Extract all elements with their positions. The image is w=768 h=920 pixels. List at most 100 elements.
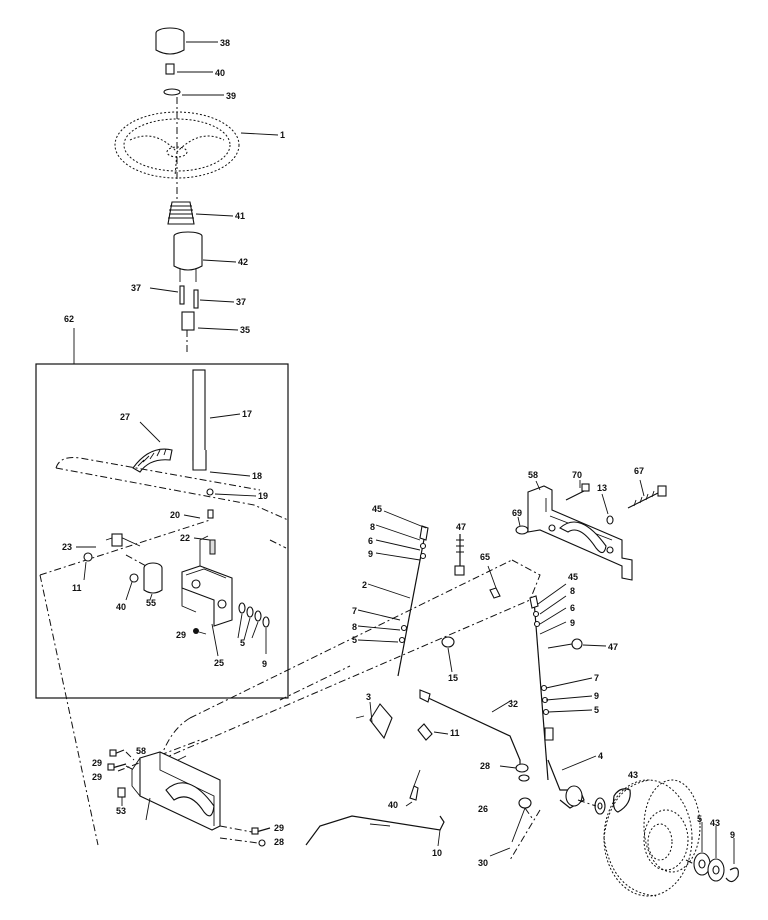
callout-7-b: 7 [594, 673, 599, 683]
callout-29-bottom: 29 [274, 823, 284, 833]
callout-55: 55 [146, 598, 156, 608]
callout-18: 18 [252, 471, 262, 481]
callout-3: 3 [366, 692, 371, 702]
callout-23: 23 [62, 542, 72, 552]
right-tie-rod [529, 583, 593, 781]
callout-8-b: 8 [352, 622, 357, 632]
callout-39: 39 [226, 91, 236, 101]
nut-15 [441, 636, 455, 673]
roll-pins [149, 285, 235, 309]
shaft-hardware [183, 488, 257, 555]
callout-67: 67 [634, 466, 644, 476]
callout-40-top: 40 [215, 68, 225, 78]
callout-5-box: 5 [240, 638, 245, 648]
callout-47-left: 47 [456, 522, 466, 532]
callout-37-right: 37 [236, 297, 246, 307]
callout-9-a: 9 [368, 549, 373, 559]
callout-29-left-a: 29 [92, 758, 102, 768]
callout-9-c: 9 [594, 691, 599, 701]
callout-32: 32 [508, 699, 518, 709]
callout-40-box: 40 [116, 602, 126, 612]
callout-37-left: 37 [131, 283, 141, 293]
callout-43-inner: 43 [628, 770, 638, 780]
callout-29-box: 29 [176, 630, 186, 640]
washer-13 [601, 493, 614, 525]
steering-bracket [181, 535, 233, 657]
callout-38: 38 [220, 38, 230, 48]
callout-17: 17 [242, 409, 252, 419]
callout-30: 30 [478, 858, 488, 868]
drag-link-hardware [489, 763, 541, 861]
nut-47-right [547, 638, 607, 650]
steering-wheel [114, 97, 279, 200]
right-spindle [547, 755, 597, 809]
callout-5-a: 5 [352, 635, 357, 645]
front-wheel [603, 779, 701, 897]
bolt-and-nuts [76, 533, 141, 601]
nut-47-left [454, 534, 465, 576]
right-steering-bracket [527, 480, 633, 581]
callout-25: 25 [214, 658, 224, 668]
callout-6-a: 6 [368, 536, 373, 546]
left-steering-bracket [131, 751, 221, 831]
sector-gear-segment [132, 421, 173, 473]
outer-washers [685, 822, 739, 883]
steering-shaft [192, 369, 251, 477]
callout-58-right: 58 [528, 470, 538, 480]
callout-29-left-b: 29 [92, 772, 102, 782]
callout-43-outer: 43 [710, 818, 720, 828]
callout-9-outer: 9 [730, 830, 735, 840]
callout-28-bottom: 28 [274, 837, 284, 847]
washers-5-9 [237, 602, 270, 654]
callout-65: 65 [480, 552, 490, 562]
bushing-65 [487, 565, 501, 599]
left-spindle [355, 701, 393, 740]
callout-69: 69 [512, 508, 522, 518]
callout-1: 1 [280, 130, 285, 140]
callout-5-outer: 5 [697, 814, 702, 824]
bolt-40-lower [405, 769, 421, 807]
callout-20: 20 [170, 510, 180, 520]
steering-cap [155, 27, 218, 55]
steering-gear [167, 201, 234, 225]
callout-9-box: 9 [262, 659, 267, 669]
callout-5-b: 5 [594, 705, 599, 715]
callout-13: 13 [597, 483, 607, 493]
callout-28-main: 28 [480, 761, 490, 771]
callout-4: 4 [598, 751, 603, 761]
callout-47-right: 47 [608, 642, 618, 652]
callout-41: 41 [235, 211, 245, 221]
callout-58-left: 58 [136, 746, 146, 756]
callout-8-c: 8 [570, 586, 575, 596]
steering-shaft-end [181, 311, 239, 352]
tie-rod-bottom [305, 815, 445, 847]
callout-11-box: 11 [72, 583, 82, 593]
spacer [125, 554, 163, 601]
callout-22: 22 [180, 533, 190, 543]
bolt-70 [565, 480, 590, 501]
bolt [193, 628, 207, 635]
left-tie-rod [357, 510, 429, 677]
callout-6-b: 6 [570, 603, 575, 613]
steering-shaft-subassembly-box [35, 328, 289, 699]
callout-26: 26 [478, 804, 488, 814]
lower-bracket-bolts [219, 825, 271, 847]
callout-70: 70 [572, 470, 582, 480]
washer-43-inner [577, 788, 631, 815]
callout-45-right: 45 [568, 572, 578, 582]
callout-8-a: 8 [370, 522, 375, 532]
callout-15: 15 [448, 673, 458, 683]
left-bracket-bolts [107, 749, 135, 806]
bushing-69 [515, 516, 529, 535]
callout-45-left: 45 [372, 504, 382, 514]
callout-62: 62 [64, 314, 74, 324]
drag-link [419, 689, 521, 770]
callout-labels: 38 40 39 1 41 42 37 37 35 62 17 27 18 19… [62, 38, 735, 868]
callout-27: 27 [120, 412, 130, 422]
screw [165, 63, 213, 75]
bushing-11 [417, 723, 449, 741]
bolt-67 [627, 479, 667, 509]
callout-40-lower: 40 [388, 800, 398, 810]
callout-42: 42 [238, 257, 248, 267]
